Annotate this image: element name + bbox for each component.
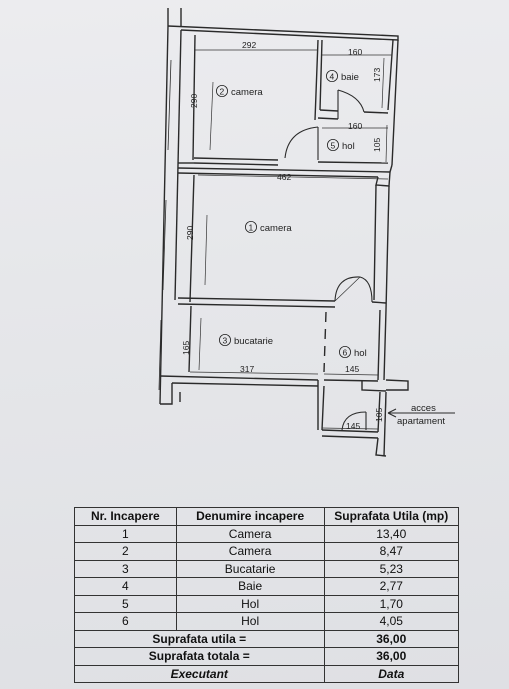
suprafata-utila-label: Suprafata utila = — [74, 629, 325, 648]
cell-nr: 3 — [74, 559, 177, 578]
dim-hol5-height: 105 — [372, 138, 382, 152]
table-row: 1 Camera 13,40 — [74, 524, 460, 543]
table-row: 5 Hol 1,70 — [74, 594, 460, 613]
cell-area: 8,47 — [323, 542, 460, 561]
room-label-3: 3 bucatarie — [218, 333, 273, 347]
cell-nr: 6 — [74, 612, 177, 631]
dim-baie-height: 173 — [372, 68, 382, 82]
dim-hol5-width: 160 — [348, 121, 362, 131]
access-label-line1: acces — [411, 403, 436, 414]
room-label-6: 6 hol — [338, 345, 367, 359]
cell-name: Baie — [175, 577, 325, 596]
cell-name: Hol — [175, 612, 325, 631]
svg-text:camera: camera — [231, 87, 263, 98]
svg-text:bucatarie: bucatarie — [234, 336, 273, 347]
svg-text:2: 2 — [220, 87, 225, 97]
cell-nr: 5 — [74, 594, 177, 613]
dim-entry-width: 145 — [346, 421, 360, 431]
svg-text:5: 5 — [331, 141, 336, 151]
dim-top-right-width: 160 — [348, 47, 362, 57]
cell-area: 13,40 — [323, 524, 460, 543]
svg-text:hol: hol — [354, 348, 367, 359]
cell-area: 4,05 — [323, 612, 460, 631]
summary-row-totala: Suprafata totala = 36,00 — [74, 647, 460, 666]
svg-text:4: 4 — [330, 72, 335, 82]
summary-row-utila: Suprafata utila = 36,00 — [74, 629, 460, 648]
floor-plan: 292 160 160 462 317 145 145 290 290 1 6 5 … — [158, 8, 455, 457]
cell-area: 1,70 — [323, 594, 460, 613]
svg-text:hol: hol — [342, 141, 355, 152]
suprafata-totala-value: 36,00 — [323, 647, 460, 666]
svg-text:3: 3 — [223, 336, 228, 346]
dim-room1-width: 462 — [277, 172, 291, 182]
executant-label: Executant — [74, 664, 325, 683]
table-row: 6 Hol 4,05 — [74, 612, 460, 631]
cell-name: Hol — [175, 594, 325, 613]
table-row: 3 Bucatarie 5,23 — [74, 559, 460, 578]
room-label-4: 4 baie — [325, 70, 359, 83]
cell-area: 5,23 — [323, 559, 460, 578]
cell-area: 2,77 — [323, 577, 460, 596]
dim-hol6-width: 145 — [345, 364, 359, 374]
svg-text:6: 6 — [343, 348, 348, 358]
header-denumire: Denumire incapere — [175, 507, 325, 526]
room-label-1: 1 camera — [244, 220, 292, 234]
table-header-row: Nr. Incapere Denumire incapere Suprafata… — [74, 507, 460, 526]
dim-entry-height: 105 — [374, 408, 384, 422]
cell-name: Bucatarie — [175, 559, 325, 578]
access-label-line2: apartament — [397, 416, 445, 427]
suprafata-totala-label: Suprafata totala = — [74, 647, 325, 666]
cell-nr: 2 — [74, 542, 177, 561]
dim-room1-height: 290 — [185, 226, 195, 240]
header-suprafata: Suprafata Utila (mp) — [323, 507, 460, 526]
svg-text:baie: baie — [341, 72, 359, 83]
table-row: 2 Camera 8,47 — [74, 542, 460, 561]
table-row: 4 Baie 2,77 — [74, 577, 460, 596]
surface-table: Nr. Incapere Denumire incapere Suprafata… — [74, 507, 460, 683]
cell-nr: 1 — [74, 524, 177, 543]
dim-top-left-width: 292 — [242, 40, 256, 50]
cell-name: Camera — [175, 524, 325, 543]
room-label-2: 2 camera — [215, 85, 263, 98]
header-nr: Nr. Incapere — [74, 507, 177, 526]
data-label: Data — [323, 664, 460, 683]
signature-row: Executant Data — [74, 664, 460, 683]
room-label-5: 5 hol — [326, 138, 355, 152]
svg-text:1: 1 — [249, 223, 254, 233]
svg-text:camera: camera — [260, 223, 292, 234]
dim-room2-height: 290 — [189, 94, 199, 108]
cell-nr: 4 — [74, 577, 177, 596]
dim-bucatarie-height: 165 — [181, 341, 191, 355]
cell-name: Camera — [175, 542, 325, 561]
suprafata-utila-value: 36,00 — [323, 629, 460, 648]
dim-bucatarie-width: 317 — [240, 364, 254, 374]
